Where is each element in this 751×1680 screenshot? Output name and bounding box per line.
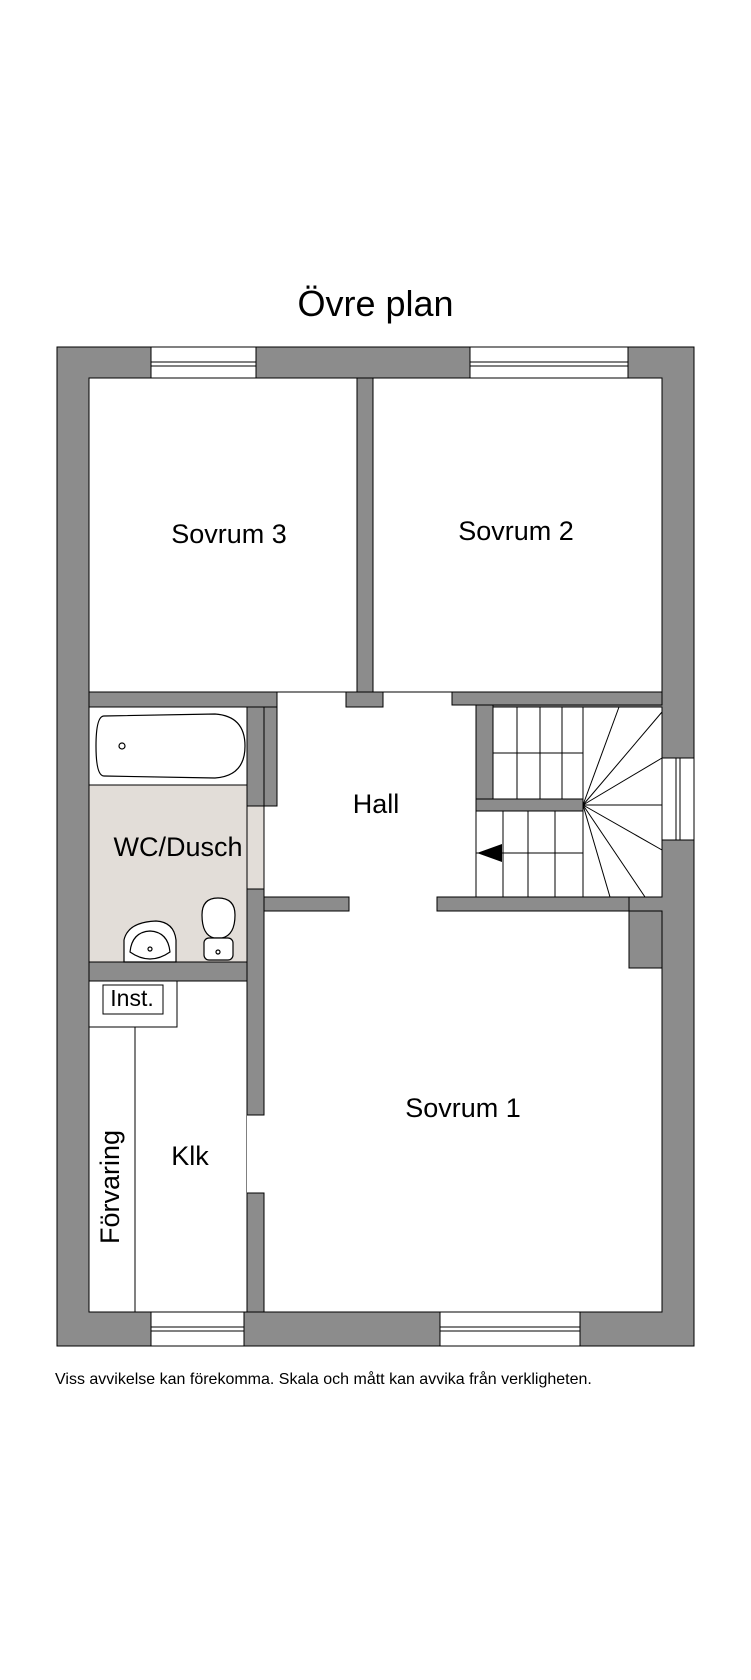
sovrum-2-area (372, 377, 663, 693)
sovrum-1-opening (349, 896, 437, 912)
staircase (476, 706, 663, 898)
plan-title: Övre plan (297, 283, 454, 324)
window-klk (150, 1311, 245, 1347)
room-label-sovrum-3: Sovrum 3 (171, 519, 287, 549)
interior-walls (88, 377, 663, 1313)
room-label-forvaring: Förvaring (95, 1130, 125, 1244)
window-sovrum-1 (439, 1311, 581, 1347)
room-label-wc-dusch: WC/Dusch (113, 832, 242, 862)
room-label-inst: Inst. (110, 985, 153, 1011)
inst-cabinet (88, 980, 178, 1312)
room-label-sovrum-2: Sovrum 2 (458, 516, 574, 546)
room-interiors (88, 377, 663, 1313)
room-label-klk: Klk (171, 1141, 209, 1171)
sink-icon (123, 920, 177, 963)
bathtub-icon (95, 713, 246, 779)
klk-area (88, 980, 248, 1313)
windows (150, 346, 695, 1347)
wc-dusch-right-strip (246, 805, 265, 890)
room-label-sovrum-1: Sovrum 1 (405, 1093, 521, 1123)
toilet-icon (201, 897, 236, 961)
stair-direction-arrow-icon (477, 844, 502, 862)
disclaimer-text: Viss avvikelse kan förekomma. Skala och … (55, 1371, 592, 1388)
klk-opening (247, 1115, 265, 1193)
room-label-hall: Hall (353, 789, 400, 819)
window-stair (661, 757, 695, 841)
